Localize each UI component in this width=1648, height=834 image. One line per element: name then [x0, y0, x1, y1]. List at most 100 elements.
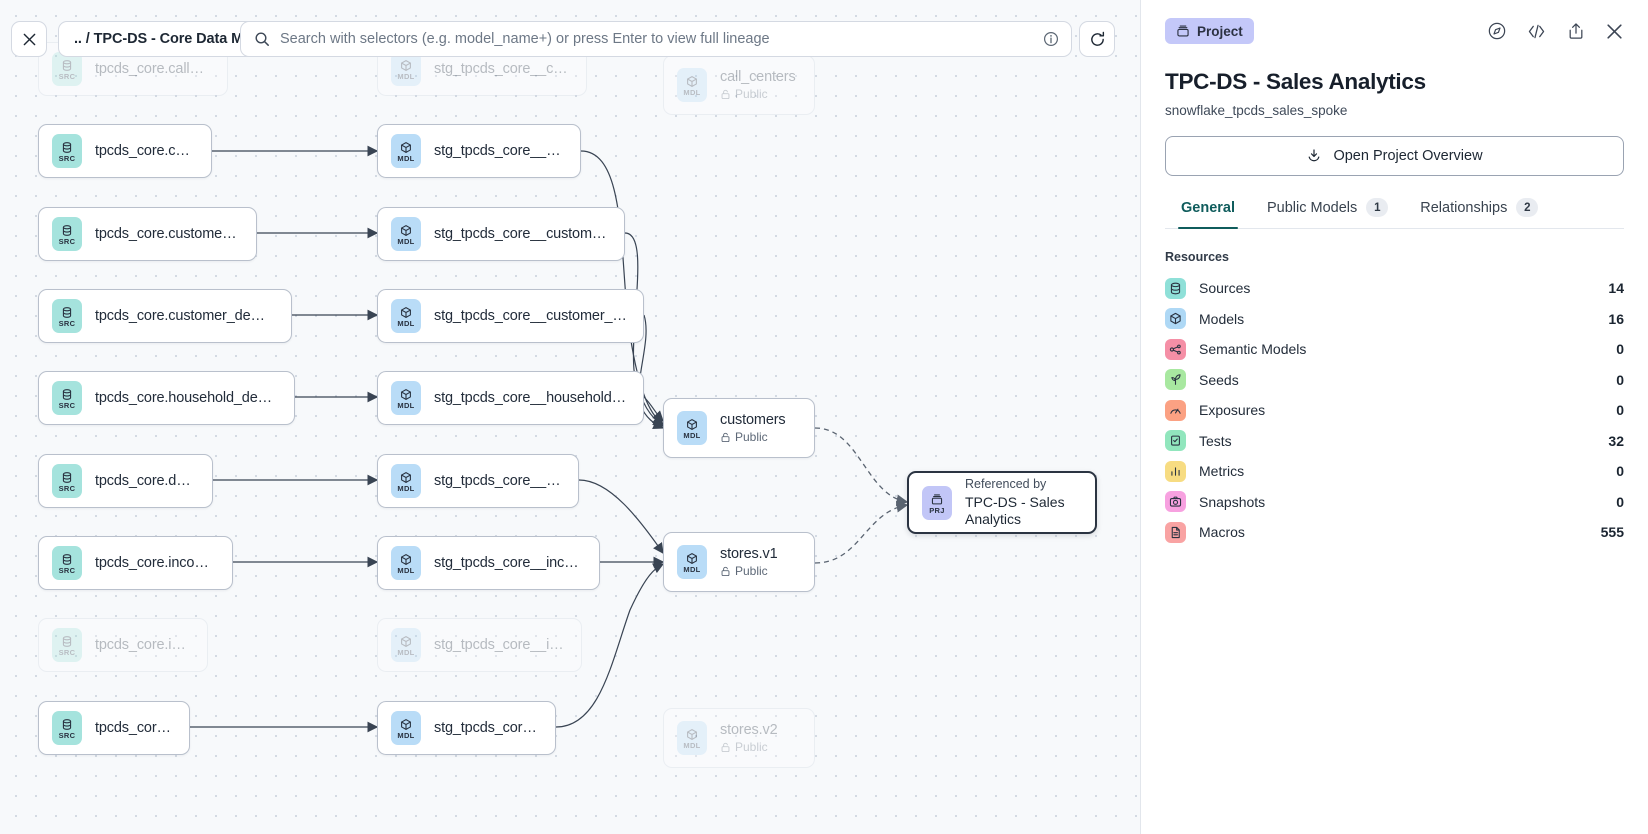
breadcrumb[interactable]: .. / TPC-DS - Core Data Models [58, 21, 297, 57]
node-label: customers [720, 412, 786, 428]
src-badge-icon: SRC [52, 711, 82, 745]
resource-label: Semantic Models [1199, 341, 1307, 358]
compass-icon[interactable] [1487, 21, 1507, 41]
src-badge-icon: SRC [52, 52, 82, 86]
mdl-badge-icon: MDL [391, 217, 421, 251]
node-label: stg_tpcds_core__customer_address [434, 226, 608, 242]
bars-icon [1165, 460, 1186, 482]
resource-label: Models [1199, 310, 1245, 327]
open-project-overview-label: Open Project Overview [1333, 148, 1483, 164]
src-badge-icon: SRC [52, 217, 82, 251]
resource-count: 0 [1616, 371, 1624, 388]
resource-kind-chip[interactable]: Project [1165, 18, 1254, 44]
code-brackets-icon[interactable] [1526, 21, 1547, 42]
resource-row-semantic-models[interactable]: Semantic Models 0 [1165, 334, 1624, 365]
node-label: tpcds_core.household_demographics [95, 390, 278, 406]
search-input[interactable] [280, 31, 1033, 47]
lineage-node-mdl_hh_demo[interactable]: MDL stg_tpcds_core__household_demogr… [377, 371, 644, 425]
src-badge-icon: SRC [52, 546, 82, 580]
canvas-toolbar: .. / TPC-DS - Core Data Models [0, 0, 1140, 76]
node-label: stg_tpcds_core__household_demogr… [434, 390, 627, 406]
cube-icon [1165, 308, 1186, 330]
node-label: stg_tpcds_core__customer_demogra… [434, 308, 627, 324]
mdl-badge-icon: MDL [391, 464, 421, 498]
node-label: stores.v1 [720, 546, 778, 562]
resources-heading: Resources [1165, 250, 1229, 264]
mdl-badge-icon: MDL [391, 381, 421, 415]
mdl-badge-icon: MDL [391, 546, 421, 580]
node-access: Public [720, 87, 796, 101]
resource-label: Exposures [1199, 402, 1266, 419]
resource-row-macros[interactable]: Macros 555 [1165, 517, 1624, 548]
resource-count: 555 [1600, 524, 1624, 541]
node-label: stg_tpcds_core__customer [434, 143, 564, 159]
document-icon [1165, 521, 1186, 543]
resource-kind-label: Project [1197, 23, 1243, 39]
resource-count: 32 [1608, 432, 1624, 449]
resource-count: 14 [1608, 280, 1624, 297]
resource-count: 0 [1616, 341, 1624, 358]
src-badge-icon: SRC [52, 299, 82, 333]
lineage-node-mdl_cust_addr[interactable]: MDL stg_tpcds_core__customer_address [377, 207, 625, 261]
close-panel-icon[interactable] [1605, 22, 1624, 41]
src-badge-icon: SRC [52, 628, 82, 662]
mdl-badge-icon: MDL [677, 721, 707, 755]
lineage-node-src_inventory[interactable]: SRC tpcds_core.inventory [38, 618, 208, 672]
lineage-node-src_customer[interactable]: SRC tpcds_core.customer [38, 124, 212, 178]
refresh-button[interactable] [1079, 21, 1115, 57]
resource-label: Macros [1199, 524, 1245, 541]
database-icon [1165, 277, 1186, 299]
node-access: Public [720, 430, 786, 444]
mdl-badge-icon: MDL [677, 68, 707, 102]
resource-label: Snapshots [1199, 493, 1266, 510]
checklist-icon [1165, 430, 1186, 452]
node-label: stg_tpcds_core__store [434, 720, 539, 736]
src-badge-icon: SRC [52, 134, 82, 168]
open-project-overview-button[interactable]: Open Project Overview [1165, 136, 1624, 176]
node-label: tpcds_core.customer [95, 143, 195, 159]
share-upload-icon[interactable] [1566, 21, 1586, 41]
resource-row-sources[interactable]: Sources 14 [1165, 273, 1624, 304]
node-label: tpcds_core.inventory [95, 637, 191, 653]
gauge-icon [1165, 399, 1186, 421]
node-label: call_centers [720, 69, 796, 85]
tab-count-badge: 2 [1516, 198, 1539, 217]
search-box[interactable] [240, 21, 1072, 57]
lineage-node-mdl_cust_demo[interactable]: MDL stg_tpcds_core__customer_demogra… [377, 289, 644, 343]
mdl-badge-icon: MDL [391, 299, 421, 333]
node-label: tpcds_core.customer_address [95, 226, 240, 242]
refresh-icon [1090, 31, 1104, 46]
lineage-canvas[interactable]: SRCtpcds_core.call_centerSRCtpcds_core.c… [0, 0, 1140, 834]
camera-icon [1165, 491, 1186, 513]
tab-general[interactable]: General [1165, 198, 1251, 229]
info-circle-icon[interactable] [1043, 31, 1059, 47]
resource-label: Sources [1199, 280, 1251, 297]
lineage-node-src_cust_addr[interactable]: SRC tpcds_core.customer_address [38, 207, 257, 261]
prj-badge-icon: PRJ [922, 485, 952, 520]
close-lineage-button[interactable] [11, 21, 47, 57]
